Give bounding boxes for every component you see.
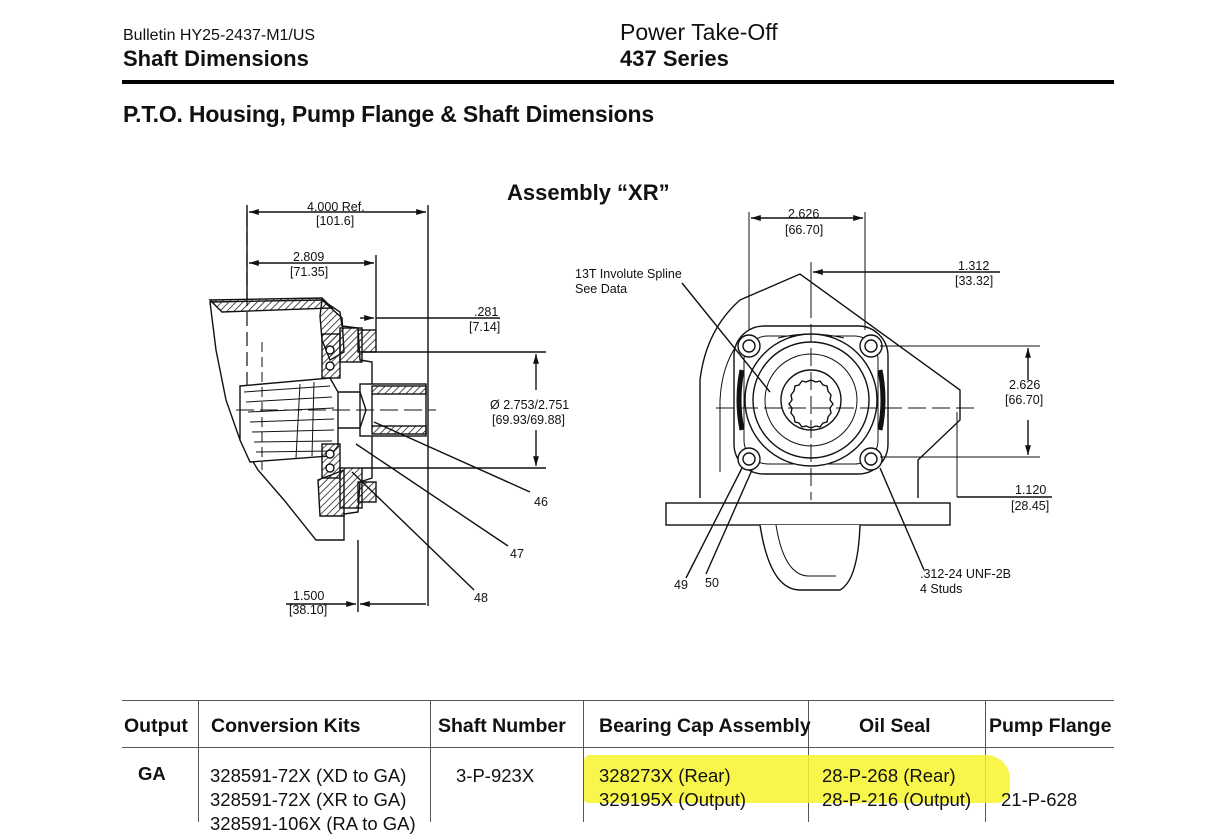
- cell-shaft: 3-P-923X: [456, 765, 535, 786]
- dim-half-mm: [33.32]: [955, 274, 993, 288]
- highlight-marker: [584, 755, 1010, 803]
- assembly-title: Assembly “XR”: [507, 180, 670, 205]
- dim-face-mm: [71.35]: [290, 265, 328, 279]
- spline-note-line1: 13T Involute Spline: [575, 267, 682, 281]
- dim-width-mm: [66.70]: [785, 223, 823, 237]
- section-title: Shaft Dimensions: [123, 46, 309, 71]
- dim-pilot-mm: [7.14]: [469, 320, 500, 334]
- header-oil-seal: Oil Seal: [859, 715, 931, 737]
- dim-pilot: .281: [474, 305, 498, 319]
- cell-kit-1: 328591-72X (XD to GA): [210, 765, 407, 786]
- front-view: [665, 212, 1052, 591]
- header-rule: [122, 80, 1114, 84]
- table-header-rule: [122, 747, 1114, 748]
- dim-overall-mm: [101.6]: [316, 214, 354, 228]
- cell-oil-seal-rear: 28-P-268 (Rear): [822, 765, 956, 786]
- cell-kit-2: 328591-72X (XR to GA): [210, 789, 407, 810]
- callout-49: 49: [674, 578, 688, 592]
- column-divider: [430, 700, 431, 822]
- studs-note-line2: 4 Studs: [920, 582, 962, 596]
- cell-bearing-cap-rear: 328273X (Rear): [599, 765, 731, 786]
- side-view: [208, 205, 546, 612]
- dim-height: 2.626: [1009, 378, 1040, 392]
- spline-note-line2: See Data: [575, 282, 627, 296]
- dim-diameter-mm: [69.93/69.88]: [492, 413, 565, 427]
- technical-drawing: 4.000 Ref. [101.6] 2.809 [71.35] .281 [7…: [208, 200, 1052, 617]
- page-title: P.T.O. Housing, Pump Flange & Shaft Dime…: [123, 101, 654, 127]
- cell-output: GA: [138, 763, 166, 784]
- dim-height-mm: [66.70]: [1005, 393, 1043, 407]
- product-name: Power Take-Off: [620, 19, 778, 45]
- series-name: 437 Series: [620, 46, 729, 71]
- dim-bottom-mm: [38.10]: [289, 603, 327, 617]
- callout-50: 50: [705, 576, 719, 590]
- bulletin-number: Bulletin HY25-2437-M1/US: [123, 27, 316, 44]
- header-output: Output: [124, 715, 188, 737]
- cell-oil-seal-output: 28-P-216 (Output): [822, 789, 972, 810]
- callout-47: 47: [510, 547, 524, 561]
- dim-bottom: 1.500: [293, 589, 324, 603]
- dim-diameter: Ø 2.753/2.751: [490, 398, 569, 412]
- callout-48: 48: [474, 591, 488, 605]
- dim-half: 1.312: [958, 259, 989, 273]
- dim-overall: 4.000 Ref.: [307, 200, 365, 214]
- callout-46: 46: [534, 495, 548, 509]
- header-conversion-kits: Conversion Kits: [211, 715, 361, 737]
- studs-note-line1: .312-24 UNF-2B: [920, 567, 1011, 581]
- cell-bearing-cap-output: 329195X (Output): [599, 789, 747, 810]
- header-pump-flange: Pump Flange: [989, 715, 1112, 737]
- table-top-rule: [122, 700, 1114, 701]
- dim-width: 2.626: [788, 207, 819, 221]
- header-shaft-number: Shaft Number: [438, 715, 566, 737]
- dim-offset-mm: [28.45]: [1011, 499, 1049, 513]
- header-bearing-cap: Bearing Cap Assembly: [599, 715, 811, 737]
- cell-kit-3: 328591-106X (RA to GA): [210, 813, 416, 834]
- dim-face: 2.809: [293, 250, 324, 264]
- column-divider: [583, 700, 584, 822]
- column-divider: [198, 700, 199, 822]
- cell-pump-flange: 21-P-628: [1001, 789, 1078, 810]
- dim-offset: 1.120: [1015, 483, 1046, 497]
